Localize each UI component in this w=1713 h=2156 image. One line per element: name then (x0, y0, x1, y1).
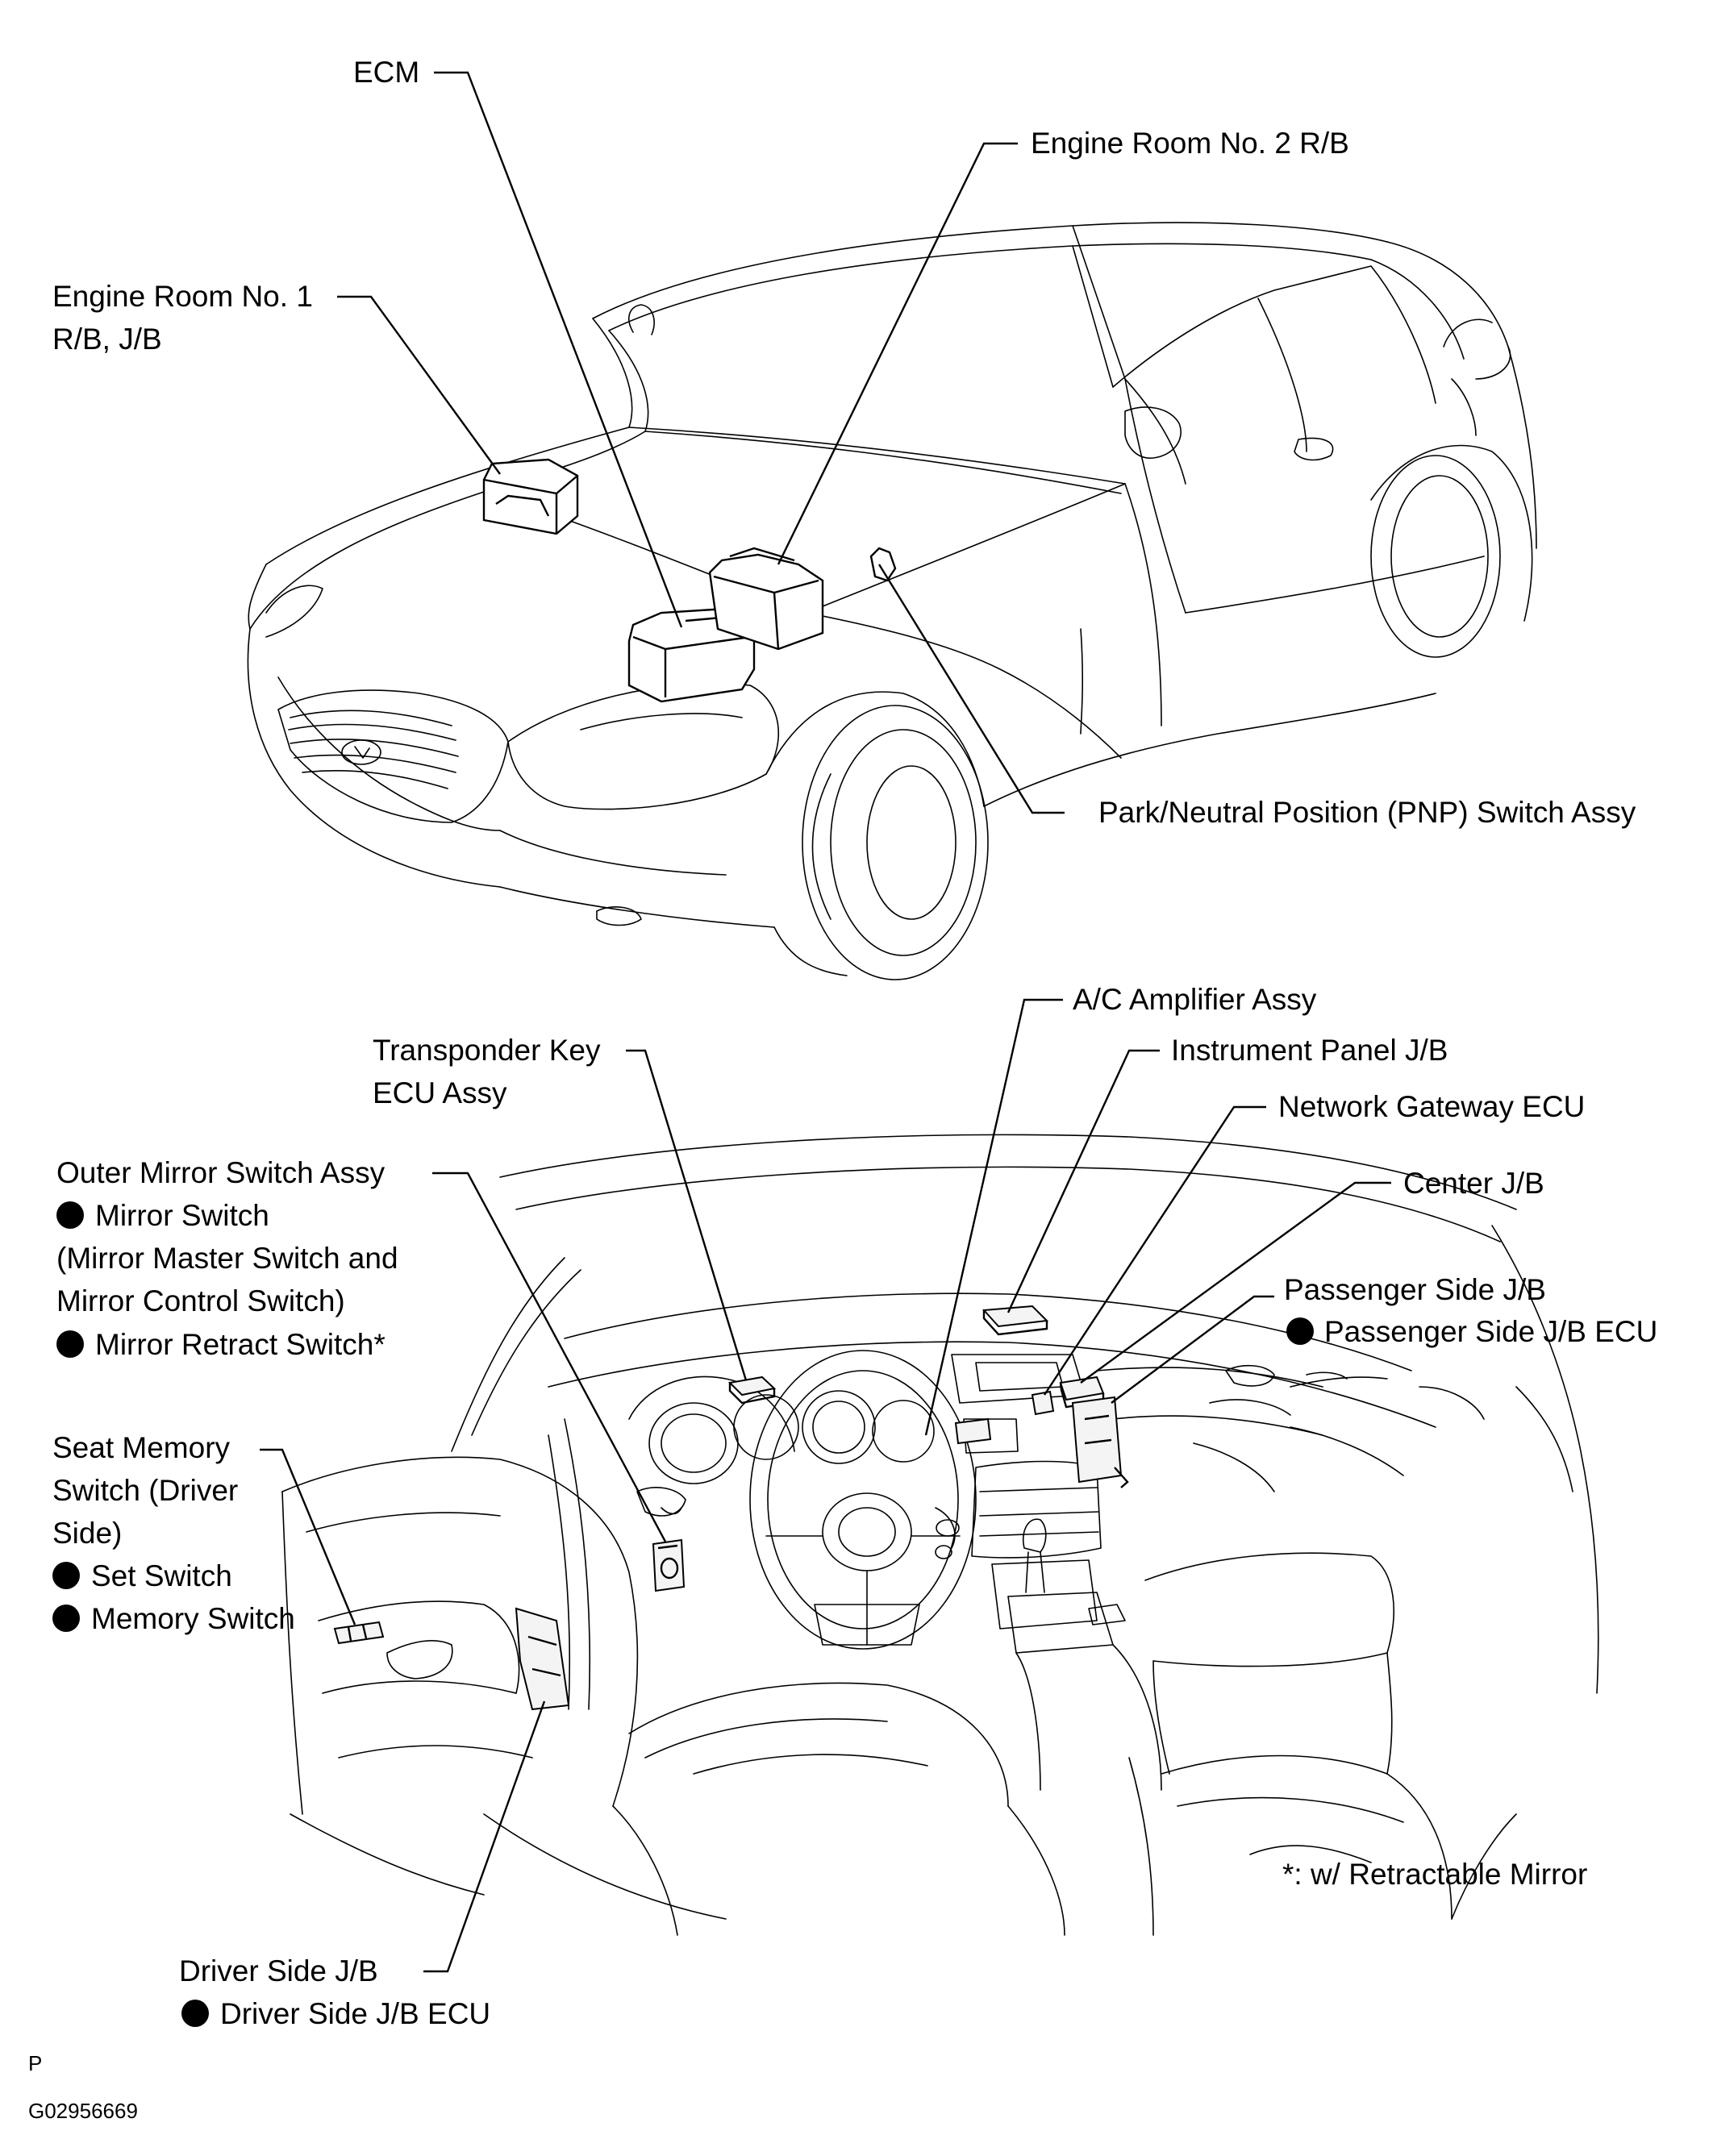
label-outer-mirror-line5: Mirror Retract Switch* (95, 1328, 386, 1361)
label-center-jb: Center J/B (1403, 1167, 1544, 1200)
bullet-icon (1286, 1317, 1314, 1345)
ac-amplifier-part (954, 1417, 992, 1445)
bullet-icon (52, 1562, 80, 1589)
leader-lines-lower (260, 998, 1391, 1973)
bullet-icon (181, 2000, 209, 2027)
network-gateway-ecu-part (1031, 1390, 1055, 1416)
label-outer-mirror-line4: Mirror Control Switch) (56, 1284, 345, 1317)
label-passenger-side-jb-ecu: Passenger Side J/B ECU (1324, 1315, 1657, 1348)
callout-labels: ECM Engine Room No. 2 R/B Engine Room No… (52, 56, 1657, 2030)
passenger-side-jb-part (1071, 1396, 1129, 1488)
label-seat-memory-line5: Memory Switch (91, 1602, 295, 1635)
transponder-key-ecu-part (727, 1376, 777, 1405)
footer-code-letter: P (28, 2051, 42, 2075)
bullet-icon (56, 1201, 84, 1229)
label-outer-mirror-line2: Mirror Switch (95, 1199, 269, 1232)
label-seat-memory-line1: Seat Memory (52, 1431, 231, 1464)
label-seat-memory-line4: Set Switch (91, 1559, 232, 1592)
label-outer-mirror-line1: Outer Mirror Switch Assy (56, 1156, 386, 1189)
label-pnp-switch: Park/Neutral Position (PNP) Switch Assy (1098, 796, 1636, 829)
pnp-switch-part (869, 547, 897, 582)
engine-room-no2-rb-box (708, 547, 824, 651)
label-ecm: ECM (353, 56, 419, 89)
label-passenger-side-jb: Passenger Side J/B (1284, 1273, 1546, 1306)
label-driver-side-jb-ecu: Driver Side J/B ECU (220, 1997, 490, 2030)
leader-lines-upper (337, 71, 1065, 814)
label-footnote: *: w/ Retractable Mirror (1282, 1858, 1587, 1891)
label-engine-room-no1-line1: Engine Room No. 1 (52, 280, 313, 313)
label-seat-memory-line3: Side) (52, 1517, 122, 1550)
instrument-panel-jb-part (982, 1305, 1049, 1336)
label-driver-side-jb: Driver Side J/B (179, 1954, 378, 1987)
seat-memory-switch-part (333, 1621, 385, 1645)
outer-mirror-switch-part (652, 1538, 686, 1592)
label-network-gateway-ecu: Network Gateway ECU (1278, 1090, 1585, 1123)
footer-figure-id: G02956669 (28, 2099, 138, 2123)
driver-side-jb-part (515, 1607, 570, 1711)
label-engine-room-no2-rb: Engine Room No. 2 R/B (1031, 127, 1349, 160)
label-seat-memory-line2: Switch (Driver (52, 1474, 238, 1507)
engine-room-no1-rb-jb-box (482, 458, 579, 535)
label-ac-amplifier: A/C Amplifier Assy (1073, 983, 1317, 1016)
car-exterior-illustration (247, 222, 1537, 980)
label-engine-room-no1-line2: R/B, J/B (52, 323, 162, 356)
label-instrument-panel-jb: Instrument Panel J/B (1171, 1034, 1448, 1067)
figure-footer: P G02956669 (28, 2051, 138, 2123)
car-interior-illustration (281, 1134, 1599, 1936)
bullet-icon (56, 1330, 84, 1358)
label-transponder-line2: ECU Assy (373, 1076, 507, 1109)
label-transponder-line1: Transponder Key (373, 1034, 601, 1067)
bullet-icon (52, 1605, 80, 1632)
label-outer-mirror-line3: (Mirror Master Switch and (56, 1242, 398, 1275)
